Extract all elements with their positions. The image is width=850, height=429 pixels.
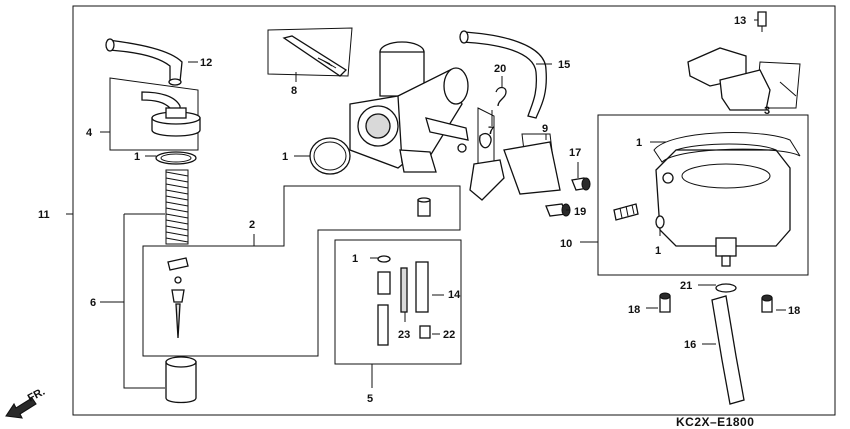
- callout-7: 7: [488, 125, 494, 137]
- front-direction-label: FR.: [26, 386, 47, 405]
- callout-15: 15: [558, 59, 570, 71]
- callout-18-right: 18: [788, 305, 800, 317]
- group-7-bracket: [469, 107, 505, 201]
- o-ring-1-body: [309, 137, 351, 175]
- group-6-bracket: [123, 213, 165, 389]
- diagram-code: KC2X–E1800: [676, 415, 754, 429]
- callout-1-small: 1: [655, 245, 661, 257]
- pilot-screw-top: [417, 197, 431, 217]
- callout-9: 9: [542, 123, 548, 135]
- o-ring-1-cap: [155, 151, 197, 165]
- callout-13: 13: [734, 15, 746, 27]
- clip-20: [495, 86, 507, 107]
- callout-6: 6: [90, 297, 96, 309]
- callout-1-cap: 1: [134, 151, 140, 163]
- group-9-box: [503, 133, 561, 195]
- callout-21: 21: [680, 280, 692, 292]
- callout-22: 22: [443, 329, 455, 341]
- callout-4: 4: [86, 127, 93, 139]
- screw-18-right: [761, 294, 773, 313]
- callout-12: 12: [200, 57, 212, 69]
- group-8-box: [267, 27, 353, 77]
- top-cap-4: [141, 91, 201, 137]
- screw-13: [757, 11, 767, 32]
- vent-tube-12: [105, 38, 183, 86]
- throttle-spring: [165, 169, 189, 245]
- group-4-box: [109, 77, 199, 151]
- clip-21: [715, 283, 737, 293]
- slow-jet-8: [282, 35, 348, 77]
- assembly-frame: [72, 5, 836, 416]
- jet-parts: [377, 255, 431, 346]
- callout-2: 2: [249, 219, 255, 231]
- callout-1-body: 1: [282, 151, 288, 163]
- float-chamber: [655, 143, 791, 267]
- callout-1-chamber: 1: [636, 137, 642, 149]
- callout-23: 23: [398, 329, 410, 341]
- carburetor-body: [349, 41, 469, 173]
- callout-16: 16: [684, 339, 696, 351]
- callout-3: 3: [764, 105, 770, 117]
- gasket-1-chamber: [653, 132, 801, 163]
- callout-14: 14: [448, 289, 461, 301]
- float-3: [687, 47, 801, 111]
- callout-18-left: 18: [628, 304, 640, 316]
- group-2-box: [142, 185, 461, 357]
- callout-19: 19: [574, 206, 586, 218]
- callout-20: 20: [494, 63, 506, 75]
- group-10-box: [597, 114, 809, 276]
- screw-17: [571, 177, 591, 191]
- front-direction-arrow: FR.: [5, 386, 47, 419]
- drain-tube-16: [711, 295, 745, 405]
- drain-screw: [613, 203, 639, 221]
- callout-17: 17: [569, 147, 581, 159]
- o-ring-1-small: [655, 215, 665, 229]
- callout-11: 11: [38, 209, 50, 221]
- screw-18-left: [659, 292, 671, 313]
- group-5-box: [334, 239, 462, 365]
- callout-8: 8: [291, 85, 297, 97]
- callout-10: 10: [560, 238, 572, 250]
- callout-1-jets: 1: [352, 253, 358, 265]
- throttle-slide: [165, 356, 197, 404]
- callouts: 12 4 1 11 6 8 1 2 1 14 23 22 5 15 20 7 9…: [38, 15, 800, 405]
- jet-needle-clip: [167, 257, 189, 339]
- callout-5: 5: [367, 393, 373, 405]
- fuel-hose-15: [459, 30, 547, 119]
- leader-lines: [100, 19, 786, 388]
